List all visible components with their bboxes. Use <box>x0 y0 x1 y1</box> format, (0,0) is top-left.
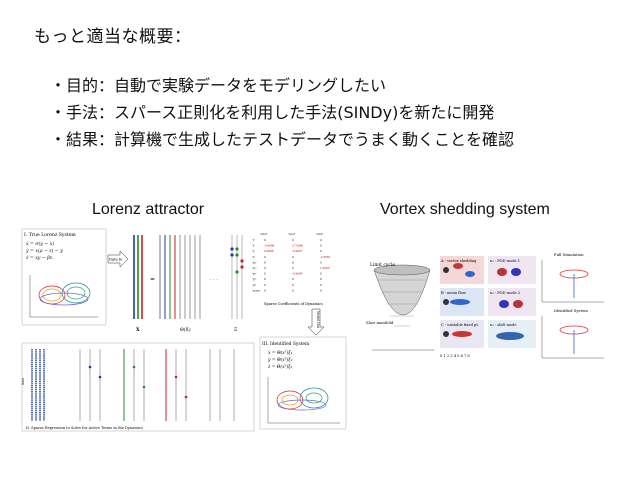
limit-cycle-label: Limit cycle <box>370 262 395 268</box>
coef-value: 0 <box>264 283 266 287</box>
flow-snapshots: A - vortex shedding B - mean flow C - un… <box>440 256 484 358</box>
caption-vortex: Vortex shedding system <box>380 201 550 218</box>
data-in-arrow <box>107 250 129 268</box>
coef-value: 0 <box>320 288 322 292</box>
coef-value: 27.9980 <box>292 244 303 248</box>
coef-value: 0 <box>292 283 294 287</box>
coef-term: 'xz' <box>252 272 257 276</box>
lorenz-attractor-plot-2 <box>267 377 340 424</box>
bullet-list: ・目的：自動で実験データをモデリングしたい ・手法：スパース正則化を利用した手法… <box>50 72 514 153</box>
theta-matrix: · · · Θ(X) <box>159 235 218 333</box>
svg-text:Ξ: Ξ <box>234 327 237 333</box>
coef-value: -9.9996 <box>264 244 275 248</box>
coef-term: 'xy' <box>252 266 257 270</box>
vortex-figure: Limit cycle Slow manifold A - vortex she… <box>366 252 604 359</box>
svg-text:Θ(X): Θ(X) <box>180 326 191 333</box>
panel3-title: III. Identified System <box>262 342 310 347</box>
eq-xdot: ẋ = σ(y − x) <box>26 240 54 247</box>
time-label: time <box>21 378 25 385</box>
svg-text:Ẋ: Ẋ <box>136 326 140 333</box>
bullet-method: ・手法：スパース正則化を利用した手法(SINDy)を新たに開発 <box>50 103 495 122</box>
panel-true-system <box>21 228 107 326</box>
model-out-arrow <box>307 308 325 336</box>
svg-text:A - vortex shedding: A - vortex shedding <box>440 259 477 263</box>
coef-value: 0 <box>264 260 266 264</box>
xdot-matrix: Ẋ <box>133 235 143 333</box>
panel-identified-system <box>259 336 347 430</box>
slide-heading: もっと適当な概要： <box>34 27 192 47</box>
coef-value: 0 <box>320 244 322 248</box>
coef-value: 0 <box>292 238 294 242</box>
panel-sparse-regression <box>21 342 255 432</box>
eq-zdot: ż = xy − βz. <box>25 255 54 261</box>
coef-value: 0 <box>320 238 322 242</box>
caption-lorenz: Lorenz attractor <box>92 201 205 218</box>
coef-term: 'zzzzz' <box>252 288 261 292</box>
equals-sign: = <box>150 276 155 283</box>
coef-value: 0 <box>264 255 266 259</box>
panel2-caption: II. Sparse Regression to Solve for Activ… <box>26 426 143 430</box>
lorenz-attractor-plot-1 <box>29 275 98 318</box>
coef-value: 0 <box>292 260 294 264</box>
coef-value: 0 <box>264 238 266 242</box>
coef-value: 0 <box>320 277 322 281</box>
pod-modes: u₁ - POD mode 1 u₂ - POD mode 2 u₃ - shi… <box>488 256 536 348</box>
svg-text:u₁ - POD mode 1: u₁ - POD mode 1 <box>490 259 520 263</box>
svg-text:ẏ = Θ(xᵀ)ξ₂: ẏ = Θ(xᵀ)ξ₂ <box>267 357 293 363</box>
coef-value: 0 <box>292 277 294 281</box>
coef-value: 0 <box>292 266 294 270</box>
svg-text:· · ·: · · · <box>210 277 218 283</box>
svg-text:ż = Θ(xᵀ)ξ₃: ż = Θ(xᵀ)ξ₃ <box>267 364 293 370</box>
coef-term: 'yz' <box>252 283 257 287</box>
coef-value: -0.9999 <box>292 272 303 276</box>
svg-text:Identified System: Identified System <box>554 308 588 313</box>
model-out-label: Model Out <box>316 311 320 329</box>
coef-value: 0 <box>320 260 322 264</box>
coef-value: 0 <box>320 249 322 253</box>
svg-text:Full Simulation: Full Simulation <box>554 252 584 257</box>
slow-manifold-label: Slow manifold <box>366 320 394 325</box>
coef-value: 0 <box>292 288 294 292</box>
coef-value: 0 <box>320 272 322 276</box>
simulation-plots: Full Simulation Identified System <box>541 252 604 359</box>
coef-value: 0 <box>264 272 266 276</box>
xi-sparse-matrix: Ξ <box>230 235 244 333</box>
eq-ydot: ẏ = x(ρ − z) − y <box>25 247 63 254</box>
coef-term: 'z' <box>252 255 255 259</box>
coef-term: 'x' <box>252 244 255 248</box>
coef-value: 0 <box>264 266 266 270</box>
regression-columns <box>31 349 235 421</box>
svg-text:C - unstable fixed pt.: C - unstable fixed pt. <box>441 323 479 327</box>
coef-value: 1.0000 <box>320 266 330 270</box>
coef-value: 0 <box>264 288 266 292</box>
coef-value: 0 <box>292 255 294 259</box>
svg-text:ẋ = Θ(xᵀ)ξ₁: ẋ = Θ(xᵀ)ξ₁ <box>268 350 293 356</box>
coef-value: 9.9998 <box>264 249 274 253</box>
coef-term: 'yy' <box>252 277 257 281</box>
svg-text:'zdot': 'zdot' <box>316 232 324 236</box>
coef-term: 'xx' <box>252 260 257 264</box>
sparse-caption: Sparse Coefficients of Dynamics <box>264 302 323 306</box>
coef-term: '1' <box>252 238 255 242</box>
svg-text:B - mean flow: B - mean flow <box>441 291 467 295</box>
svg-text:'xdot': 'xdot' <box>260 232 268 236</box>
panel1-title: I. True Lorenz System <box>24 232 76 238</box>
data-in-label: Data In <box>109 258 123 262</box>
bullet-result: ・結果：計算機で生成したテストデータでうまく動くことを確認 <box>50 130 515 149</box>
lorenz-figure: I. True Lorenz System ẋ = σ(y − x) ẏ = x… <box>21 228 347 432</box>
paraboloid-plot: Limit cycle Slow manifold <box>366 262 434 351</box>
svg-text:u₃ - shift mode: u₃ - shift mode <box>490 323 516 327</box>
bullet-purpose: ・目的：自動で実験データをモデリングしたい <box>50 76 387 95</box>
coef-value: -2.6665 <box>320 255 331 259</box>
coef-value: 0 <box>320 283 322 287</box>
coef-value: -0.9997 <box>292 249 303 253</box>
coef-term: 'y' <box>252 249 256 253</box>
coef-value: 0 <box>264 277 266 281</box>
ticks-label: 0 1 2 3 4 5 6 7 8 <box>440 354 470 358</box>
svg-text:u₂ - POD mode 2: u₂ - POD mode 2 <box>490 291 520 295</box>
svg-text:'ydot': 'ydot' <box>288 232 296 236</box>
